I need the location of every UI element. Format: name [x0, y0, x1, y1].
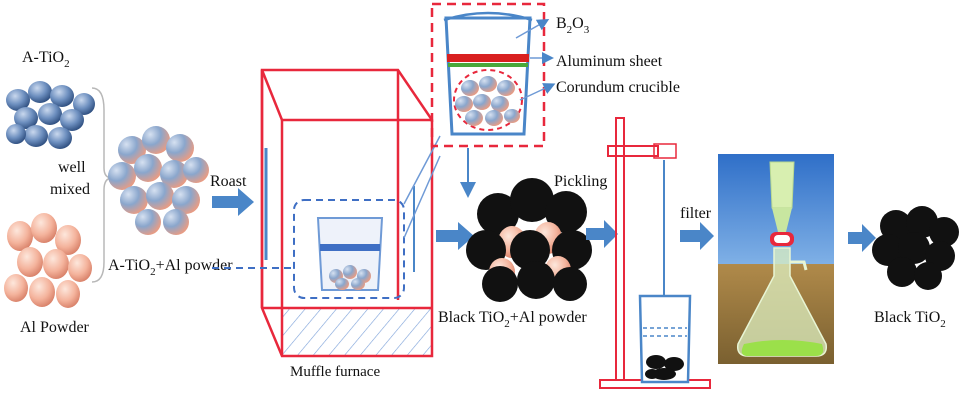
- final-arrow: [848, 224, 876, 252]
- zoom-line-2: [403, 155, 441, 239]
- tio2-particles: [6, 81, 95, 149]
- label-aluminum-sheet: Aluminum sheet: [556, 53, 663, 70]
- label-mixed: mixed: [50, 181, 90, 198]
- label-filter: filter: [680, 205, 712, 222]
- mixed-particles: [108, 126, 209, 235]
- pointer-corundum: [519, 83, 556, 101]
- roast-arrow: [212, 188, 254, 216]
- crucible-focus-box: [293, 199, 405, 299]
- mix-brace: [91, 87, 113, 283]
- pointer-b2o3: [515, 19, 550, 39]
- pickling-beaker: [638, 294, 692, 384]
- black-mixture-particles: [466, 178, 592, 302]
- label-muffle-furnace: Muffle furnace: [290, 364, 380, 380]
- muffle-furnace: [260, 68, 434, 358]
- label-a-tio2: A-TiO2: [22, 49, 70, 70]
- black-tio2-particles: [872, 206, 959, 290]
- label-pickling: Pickling: [554, 173, 607, 190]
- label-b2o3: B2O3: [556, 15, 590, 36]
- filtration-panel: [718, 154, 834, 364]
- crucible-large: [443, 11, 533, 136]
- pickling-arrow: [586, 220, 618, 248]
- al-particles: [4, 213, 92, 308]
- furnace-to-black-arrow: [436, 222, 474, 250]
- zoom-line-1: [403, 135, 441, 205]
- label-tio2-al-mixture: A-TiO2+Al powder: [108, 257, 233, 278]
- crucible-small: [316, 217, 384, 291]
- label-black-tio2: Black TiO2: [874, 309, 946, 330]
- label-well: well: [58, 159, 86, 176]
- label-roast: Roast: [210, 173, 247, 190]
- label-corundum-crucible: Corundum crucible: [556, 79, 680, 96]
- label-al-powder: Al Powder: [20, 319, 90, 336]
- label-black-tio2-al: Black TiO2+Al powder: [438, 309, 587, 330]
- filter-arrow: [680, 222, 714, 250]
- crucible-detail-box: [430, 2, 546, 148]
